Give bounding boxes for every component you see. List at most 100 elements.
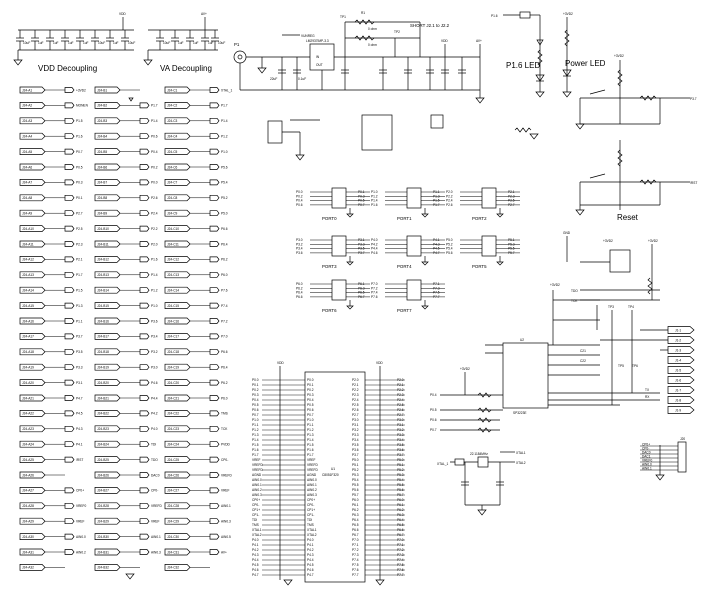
mcu-net-left: P4.4 (252, 558, 259, 562)
mcu-pin-left: P0.7 (307, 413, 314, 417)
header-net-label: P1.4 (151, 119, 158, 123)
mcu-net-left: P0.6 (252, 408, 259, 412)
mcu-pin-right: P2.4 (352, 398, 359, 402)
port-pin-label: P7.1 (433, 282, 440, 286)
mcu-pin-right: P3.7 (352, 453, 359, 457)
port-pin-label: P0.2 (296, 194, 303, 198)
right-conn-ref: J20 (680, 437, 685, 441)
port-pin-label: P0.5 (358, 199, 365, 203)
mcu-pin-right: P2.7 (352, 413, 359, 417)
port-pin-label: P1.3 (433, 194, 440, 198)
port-pin-label: P1.2 (371, 194, 378, 198)
mcu-net-left: CP0+ (252, 498, 260, 502)
svg-text:TP1: TP1 (340, 15, 346, 19)
jtag-label: J1-6 (675, 378, 681, 382)
mcu-part: C8051F320 (322, 473, 339, 477)
mcu-pin-right: P6.7 (352, 533, 359, 537)
mcu-net-left: TMS (252, 523, 259, 527)
header-net-label: P1.7 (151, 104, 158, 108)
port-pin-label: P5.0 (446, 238, 453, 242)
right-conn-pin: CP0+ (642, 443, 650, 447)
header-net-label: P6.4 (221, 366, 228, 370)
capacitor-value: 1uF (208, 41, 214, 45)
port-pin-label: P0.1 (358, 190, 365, 194)
crystal-symbol (477, 456, 489, 468)
power-led-title: Power LED (565, 59, 606, 68)
header-net-label: TDI (151, 443, 156, 447)
mcu-net-left: XTAL2 (252, 533, 262, 537)
header-tag-label: J24-A12 (22, 258, 34, 262)
mcu-pin-right: P5.0 (352, 458, 359, 462)
serial-net-label: P0.4 (430, 393, 437, 397)
header-net-label: P0.0 (151, 181, 158, 185)
jtag-label: J1-1 (675, 328, 681, 332)
header-net-label: P1.5 (76, 119, 83, 123)
header-tag-label: J24-B4 (97, 135, 107, 139)
right-conn-pin: VREF0 (642, 459, 653, 463)
mcu-pin-right: P7.0 (352, 538, 359, 542)
mcu-net-left: P1.6 (252, 448, 259, 452)
mcu-pin-right: P2.5 (352, 403, 359, 407)
header-net-label: AIN0.3 (151, 550, 161, 554)
header-net-label: P0.2 (151, 165, 158, 169)
svg-text:0 ohm: 0 ohm (368, 43, 377, 47)
port-pin-label: P1.7 (433, 203, 440, 207)
svg-text:R1: R1 (361, 11, 365, 15)
header-tag-label: J24-C24 (167, 443, 179, 447)
serial-net-label: P0.5 (430, 408, 437, 412)
mcu-pin-left: XTAL1 (307, 528, 317, 532)
mcu-pin-right: P2.1 (352, 383, 359, 387)
header-tag-label: J24-C8 (167, 196, 178, 200)
header-tag-label: J24-A1 (22, 88, 32, 92)
mcu-net-left: P1.3 (252, 433, 259, 437)
header-net-label: P3.4 (151, 335, 158, 339)
port-pin-label: P2.6 (446, 203, 453, 207)
right-conn-pin: DAC0 (642, 451, 651, 455)
mcu-pin-right: P7.6 (352, 568, 359, 572)
header-net-label: P6.2 (221, 258, 228, 262)
mcu-net-right: P3.0 (397, 418, 404, 422)
mcu-pin-right: P2.3 (352, 393, 359, 397)
mcu-net-left: CP0- (252, 503, 259, 507)
mcu-net-left: AIN0.0 (252, 478, 262, 482)
svg-text:C21: C21 (580, 349, 586, 353)
mcu-ref: U1 (331, 467, 335, 471)
port-pin-label: P6.2 (296, 286, 303, 290)
mcu-net-right: P2.7 (397, 413, 404, 417)
svg-text:GND: GND (563, 231, 571, 235)
header-net-label: P2.2 (151, 227, 158, 231)
header-tag-label: J24-C26 (167, 473, 179, 477)
mcu-pin-left: AGND (307, 473, 317, 477)
header-tag-label: J24-C30 (167, 535, 179, 539)
header-tag-label: J24-C17 (167, 335, 179, 339)
header-tag-label: J24-B26 (97, 473, 109, 477)
header-tag-label: J24-B30 (97, 535, 109, 539)
port-label: PORT7 (397, 308, 412, 313)
mcu-net-left: P0.7 (252, 413, 259, 417)
port-pin-label: P7.7 (433, 295, 440, 299)
mcu-net-left: P4.5 (252, 563, 259, 567)
header-tag-label: J24-C13 (167, 273, 179, 277)
power-jack-label: P1 (234, 42, 240, 47)
header-net-label: VREFD (221, 473, 233, 477)
header-tag-label: J24-B10 (97, 227, 109, 231)
mcu-pin-left: TDI (307, 518, 312, 522)
mcu-pin-left: VREFD (307, 468, 319, 472)
mcu-net-left: P4.6 (252, 568, 259, 572)
